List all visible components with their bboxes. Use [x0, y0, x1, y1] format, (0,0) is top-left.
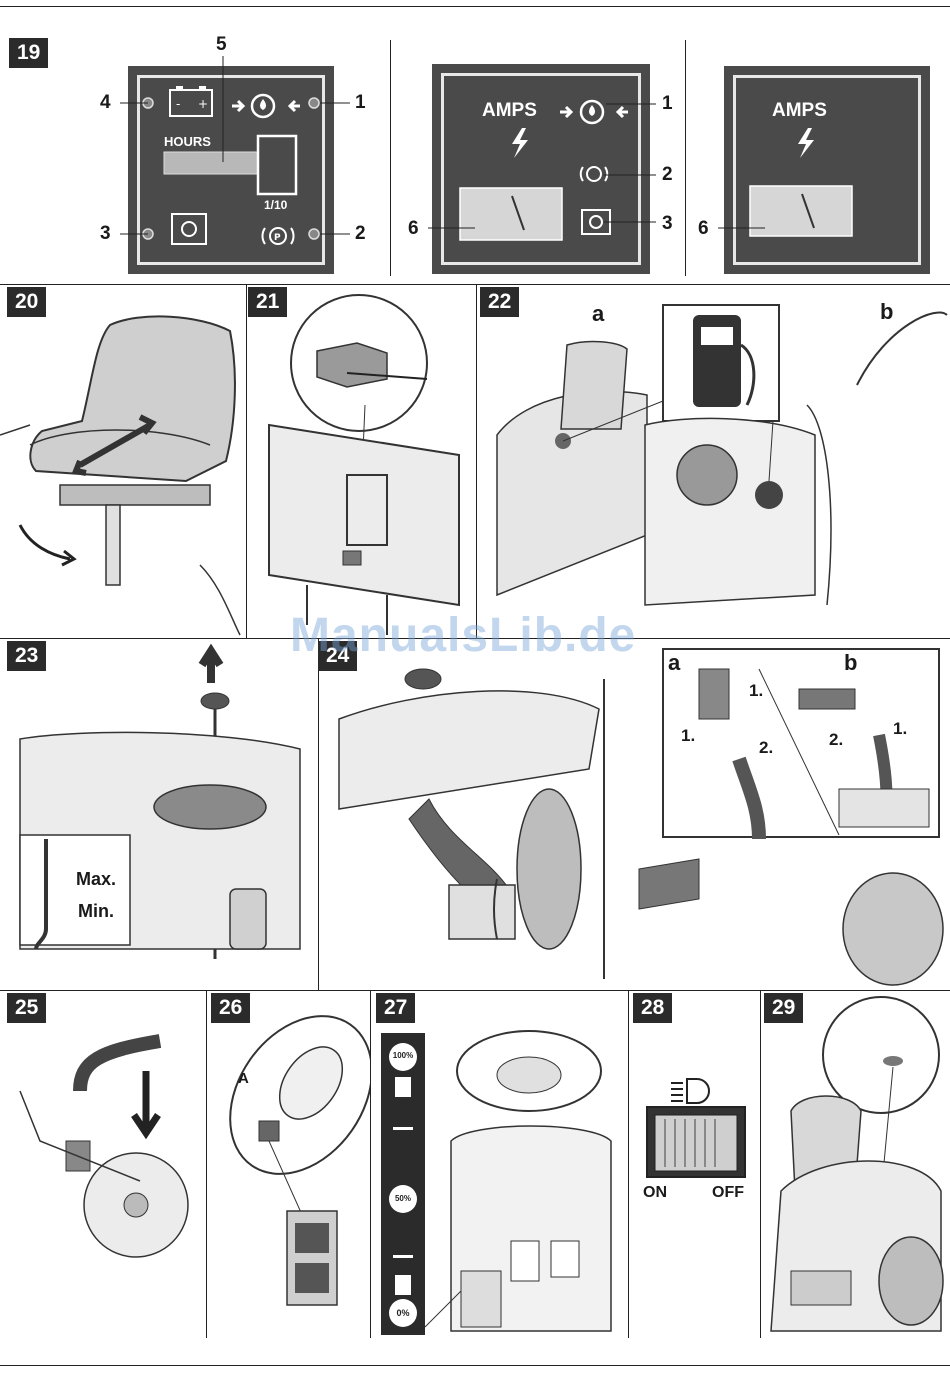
- gauge-half-label: 50%: [391, 1194, 415, 1203]
- fig29-tractor-illustration: [761, 991, 950, 1338]
- figure-number: 25: [7, 993, 46, 1023]
- fig19c-leader-line: [0, 0, 950, 284]
- step-2: 2.: [829, 730, 843, 750]
- figure-number: 29: [764, 993, 803, 1023]
- fig23-dipstick-illustration: [0, 639, 318, 990]
- fig24-drain-illustration: [319, 639, 950, 990]
- watermark: ManualsLib.de: [290, 608, 636, 663]
- gauge-full-label: 100%: [391, 1051, 415, 1060]
- step-1-top: 1.: [749, 681, 763, 701]
- figure-number: 28: [633, 993, 672, 1023]
- step-1: 1.: [893, 719, 907, 739]
- min-label: Min.: [78, 901, 114, 922]
- figure-number: 20: [7, 287, 46, 317]
- sub-label-b: b: [844, 650, 857, 676]
- bottom-rule: [0, 1365, 950, 1366]
- off-label: OFF: [712, 1184, 744, 1202]
- sub-label-a: a: [668, 650, 680, 676]
- figure-number: 27: [376, 993, 415, 1023]
- figure-number: 22: [480, 287, 519, 317]
- fig27-fuel-gauge-illustration: [371, 991, 628, 1338]
- fig25-drain-plug-illustration: [0, 991, 206, 1338]
- callout-a: A: [238, 1070, 249, 1087]
- fig22-refuel-illustration: [477, 285, 950, 638]
- on-label: ON: [643, 1184, 667, 1202]
- figure-number: 21: [248, 287, 287, 317]
- step-1-left: 1.: [681, 726, 695, 746]
- gauge-empty-label: 0%: [391, 1308, 415, 1318]
- figure-number: 23: [7, 641, 46, 671]
- step-2: 2.: [759, 738, 773, 758]
- fig28-light-switch-illustration: [629, 991, 760, 1338]
- figure-number: 26: [211, 993, 250, 1023]
- sub-label-b: b: [880, 299, 893, 325]
- fig26-steering-wheel-illustration: [207, 991, 370, 1338]
- callout-6: 6: [698, 218, 709, 240]
- max-label: Max.: [76, 869, 116, 890]
- fig20-seat-illustration: [0, 285, 246, 638]
- fig21-panel-illustration: [247, 285, 476, 638]
- sub-label-a: a: [592, 301, 604, 327]
